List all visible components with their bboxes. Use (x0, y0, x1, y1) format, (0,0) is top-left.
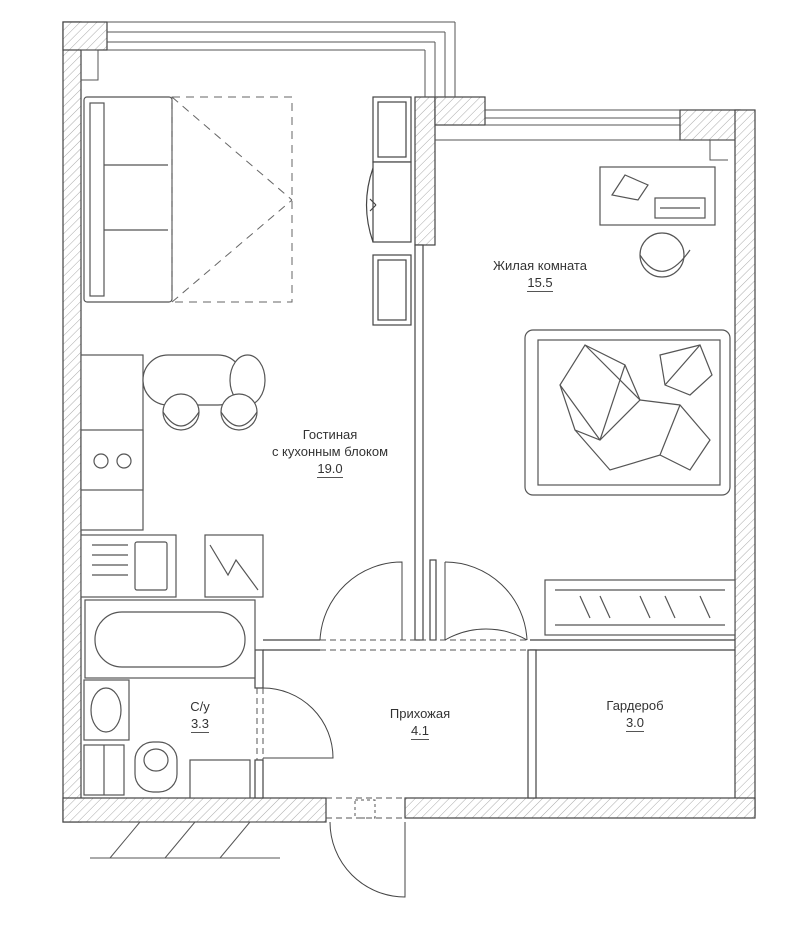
exterior-walls (62, 21, 756, 823)
toilet (83, 741, 251, 799)
window-top-bedroom (435, 109, 735, 161)
wardrobe-name: Гардероб (606, 698, 664, 713)
sofa (83, 96, 173, 303)
hallway-area: 4.1 (410, 723, 430, 740)
bedroom-name: Жилая комната (493, 258, 587, 273)
washbasin (83, 679, 130, 741)
double-bed (524, 329, 731, 496)
sink-unit (80, 534, 264, 598)
wardrobe-closet (544, 579, 736, 636)
hallway-name: Прихожая (389, 706, 451, 721)
living-kitchen-name-line1: Гостиная (302, 427, 358, 442)
bedroom-area: 15.5 (527, 275, 553, 292)
bathtub (84, 599, 256, 679)
room-label-bathroom: С/у 3.3 (170, 698, 230, 733)
window-top-living (81, 21, 456, 97)
living-kitchen-area: 19.0 (317, 461, 343, 478)
sofa-bed-extension (171, 96, 293, 303)
bar-stools (162, 393, 258, 431)
bathroom-area: 3.3 (190, 716, 210, 733)
desk (599, 166, 716, 278)
doors (262, 561, 528, 898)
wardrobe-area: 3.0 (625, 715, 645, 732)
entrance-vestibule (90, 799, 376, 859)
living-kitchen-name-line2: с кухонным блоком (271, 444, 389, 459)
room-label-bedroom: Жилая комната 15.5 (470, 257, 610, 292)
room-label-hallway: Прихожая 4.1 (370, 705, 470, 740)
door-thresholds (256, 639, 530, 819)
interior-walls (254, 244, 735, 799)
room-label-wardrobe: Гардероб 3.0 (585, 697, 685, 732)
tv-cabinet (365, 96, 412, 326)
kitchen-counter (80, 354, 266, 531)
bathroom-name: С/у (190, 699, 210, 714)
room-label-living-kitchen: Гостиная с кухонным блоком 19.0 (250, 426, 410, 478)
